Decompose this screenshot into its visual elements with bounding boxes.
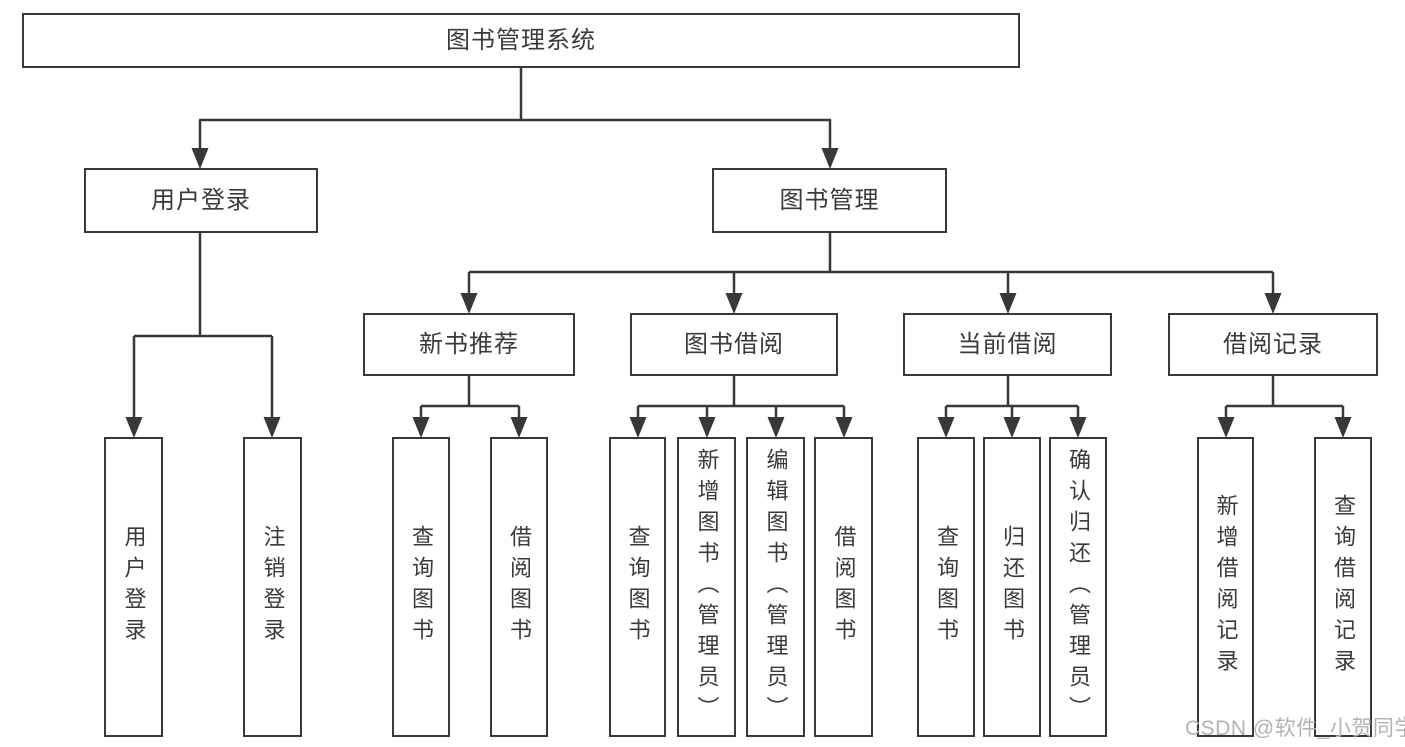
node-leaf-query-borrow-record: 查询借阅记录 <box>1314 437 1372 737</box>
node-leaf-add-borrow-record: 新增借阅记录 <box>1197 437 1254 737</box>
node-leaf-user-login: 用户登录 <box>104 437 163 737</box>
node-leaf-borrow-books: 借阅图书 <box>814 437 873 737</box>
node-leaf-edit-book-admin: 编辑图书（管理员） <box>746 437 805 737</box>
node-leaf-add-book-admin: 新增图书（管理员） <box>677 437 736 737</box>
node-new-book-recommend: 新书推荐 <box>363 313 575 376</box>
node-leaf-query-books-borrowing: 查询图书 <box>609 437 666 737</box>
node-leaf-return-books: 归还图书 <box>983 437 1041 737</box>
node-current-borrowing: 当前借阅 <box>903 313 1112 376</box>
node-book-borrowing: 图书借阅 <box>630 313 838 376</box>
node-leaf-query-books-current: 查询图书 <box>917 437 975 737</box>
node-root-library-system: 图书管理系统 <box>22 13 1020 68</box>
node-borrowing-records: 借阅记录 <box>1168 313 1378 376</box>
node-leaf-query-books-recommend: 查询图书 <box>392 437 450 737</box>
node-leaf-logout: 注销登录 <box>243 437 302 737</box>
csdn-watermark: CSDN @软件_小贺同学 <box>1185 717 1405 740</box>
node-user-login-branch: 用户登录 <box>84 168 318 233</box>
arrowheads <box>125 148 1352 438</box>
node-leaf-borrow-books-recommend: 借阅图书 <box>490 437 548 737</box>
node-leaf-confirm-return-admin: 确认归还（管理员） <box>1049 437 1107 737</box>
node-book-management-branch: 图书管理 <box>712 168 947 233</box>
